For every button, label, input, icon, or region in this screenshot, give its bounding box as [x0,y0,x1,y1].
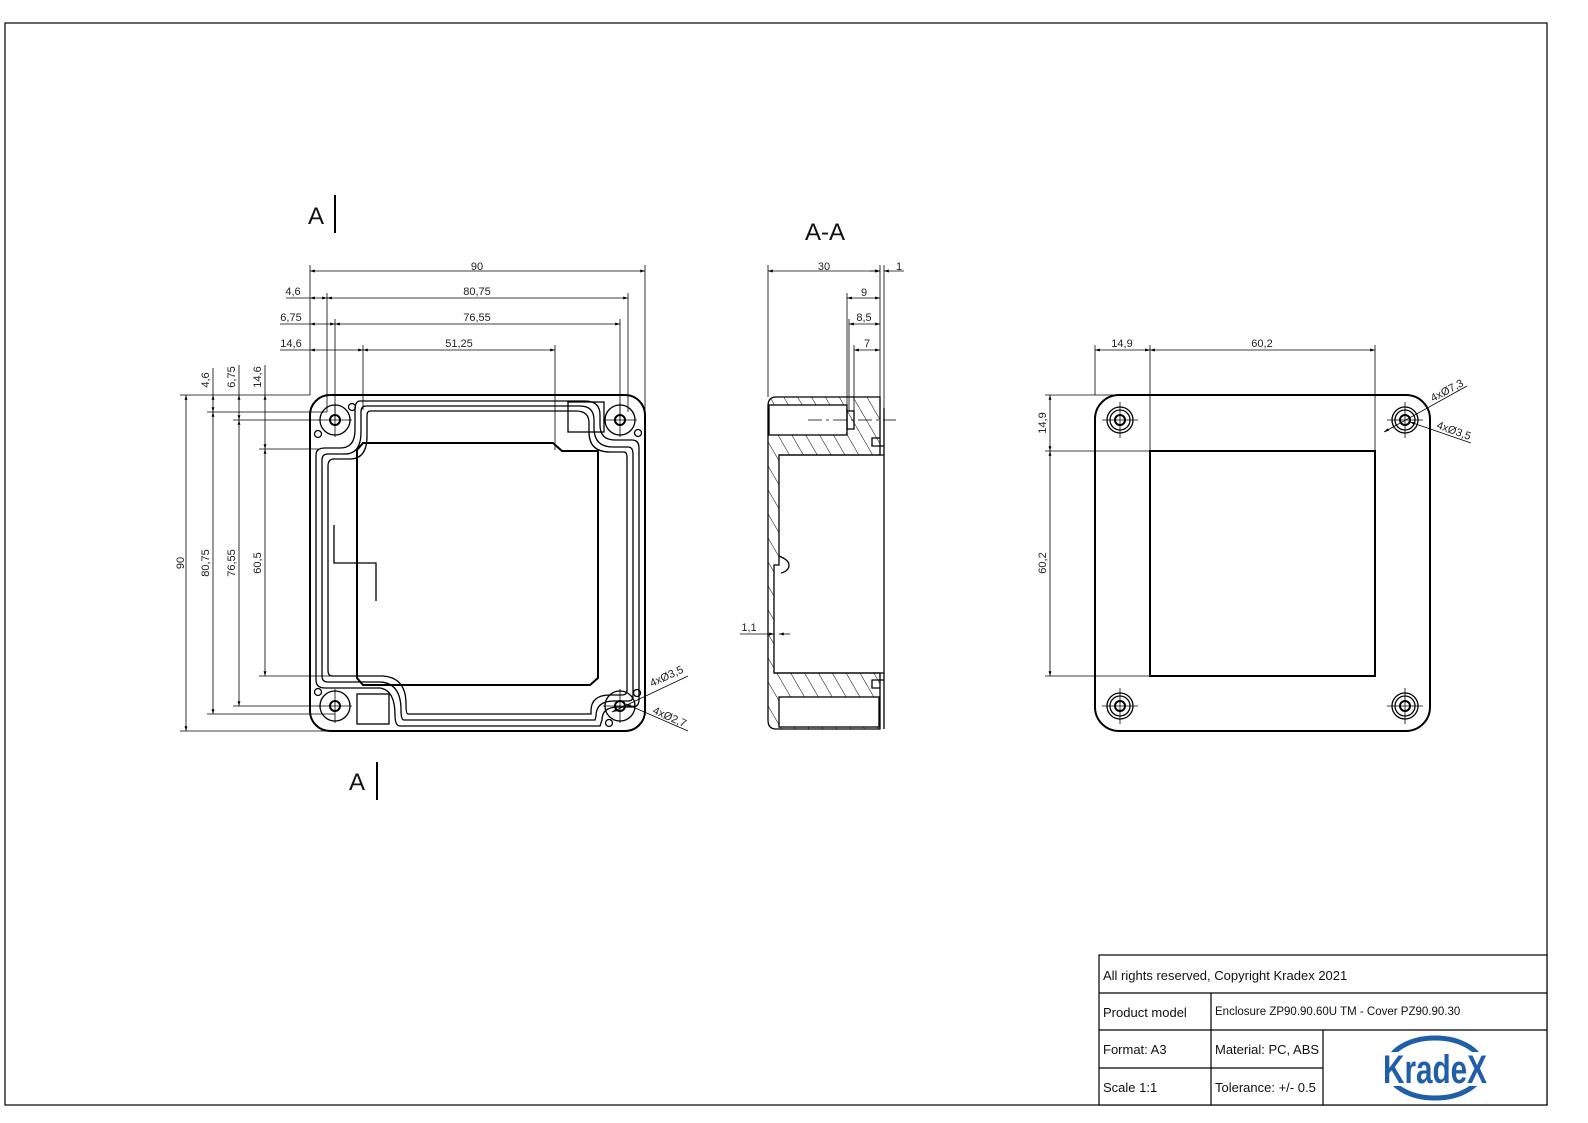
dim-label: 76,55 [226,549,238,577]
dim-label: 14,6 [252,366,264,387]
section-letter: A [349,769,365,796]
hole-callout: 4xØ7,3 [1429,377,1466,404]
tolerance-text: Tolerance: +/- 0.5 [1215,1080,1316,1095]
scale-text: Scale 1:1 [1103,1080,1157,1095]
section-view: 30 1 9 8,5 7 1,1 [740,261,904,730]
section-marker-top: A [308,195,336,233]
dim-label: 80,75 [463,286,491,298]
dim-label: 1,1 [741,622,756,634]
dim-label: 1 [896,261,902,273]
mounting-hole [603,689,637,723]
cover-hole [1102,688,1138,724]
cover-hole [1387,688,1423,724]
logo-text: KradeX [1383,1048,1487,1092]
front-view: 90 4,6 80,75 6,75 76,55 14,6 51,25 90 4,… [175,261,689,732]
dim-label: 6,75 [226,366,238,387]
dim-label: 4,6 [285,286,300,298]
product-model-label: Product model [1103,1005,1187,1020]
cover-hole [1102,402,1138,438]
copyright-text: All rights reserved, Copyright Kradex 20… [1103,968,1347,983]
dim-label: 90 [471,261,483,273]
section-title: A-A [805,219,845,246]
dim-label: 30 [818,261,830,273]
dim-label: 6,75 [280,312,301,324]
dim-label: 60,2 [1251,338,1272,350]
product-model-value: Enclosure ZP90.90.60U TM - Cover PZ90.90… [1215,1006,1460,1018]
section-marker-bottom: A [349,762,378,800]
material-text: Material: PC, ABS [1215,1042,1319,1057]
hole-callout: 4xØ3,5 [1435,420,1472,443]
dim-label: 60,2 [1037,552,1049,573]
dim-label: 80,75 [200,549,212,577]
dim-label: 7 [864,338,870,350]
dim-label: 9 [861,287,867,299]
dim-label: 14,9 [1111,338,1132,350]
format-text: Format: A3 [1103,1042,1167,1057]
dim-label: 14,6 [280,338,301,350]
hole-callout: 4xØ2,7 [651,705,688,730]
dim-label: 90 [175,557,187,569]
dim-label: 60,5 [252,552,264,573]
cover-view: 14,9 60,2 14,9 60,2 4xØ7,3 4xØ3,5 [1037,338,1472,732]
section-letter: A [308,203,324,230]
dim-label: 8,5 [856,312,871,324]
dim-label: 76,55 [463,312,491,324]
dim-label: 4,6 [200,372,212,387]
kradex-logo: KradeX [1383,1035,1489,1101]
drawing-border [4,22,1548,1106]
dim-label: 14,9 [1037,412,1049,433]
mounting-hole [318,689,352,723]
title-block: All rights reserved, Copyright Kradex 20… [1098,954,1548,1106]
dim-label: 51,25 [445,338,473,350]
